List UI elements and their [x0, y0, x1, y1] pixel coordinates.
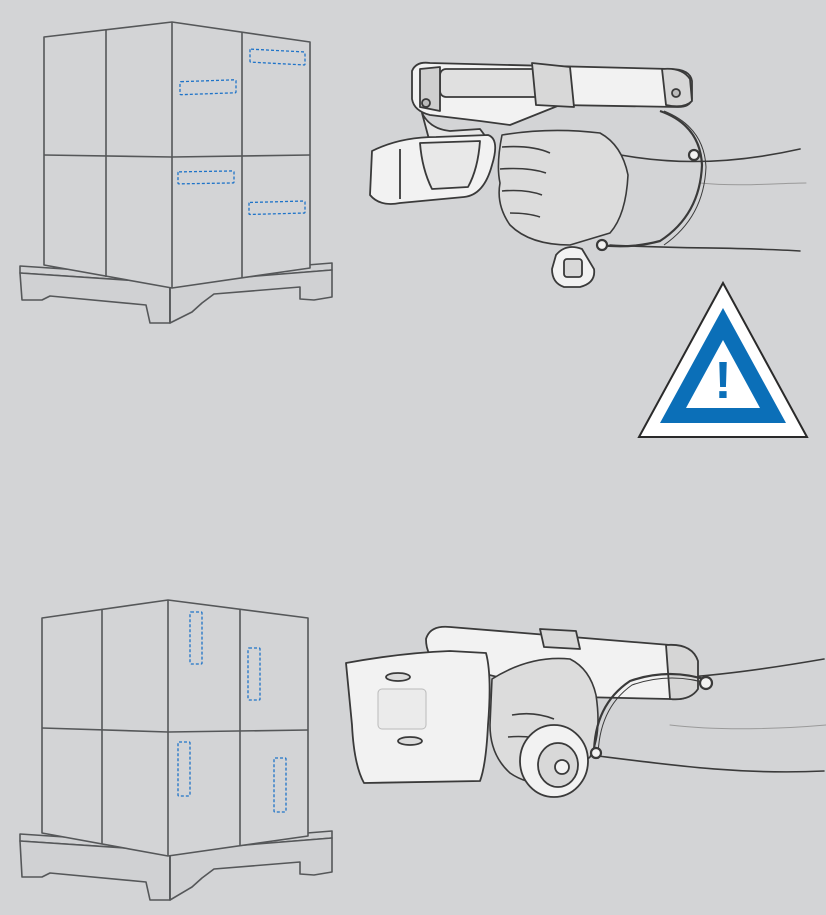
pallet-vertical-barcodes: [0, 590, 360, 915]
ring-scanner: [520, 725, 588, 797]
camera-lens: [672, 89, 680, 97]
ring-scanner: [552, 247, 594, 287]
warning-symbol: !: [714, 352, 731, 410]
device-grip-upright: [360, 55, 826, 295]
warning-triangle-icon: !: [636, 280, 810, 440]
pallet-horizontal-barcodes: [0, 0, 360, 340]
button-dot: [422, 99, 430, 107]
box-stack: [44, 22, 310, 288]
box-stack: [42, 600, 308, 856]
trigger-handle: [370, 135, 495, 204]
hand: [498, 130, 628, 245]
arm: [610, 149, 806, 251]
trigger-handle: [346, 651, 490, 783]
device-grip-rotated: [340, 615, 826, 815]
